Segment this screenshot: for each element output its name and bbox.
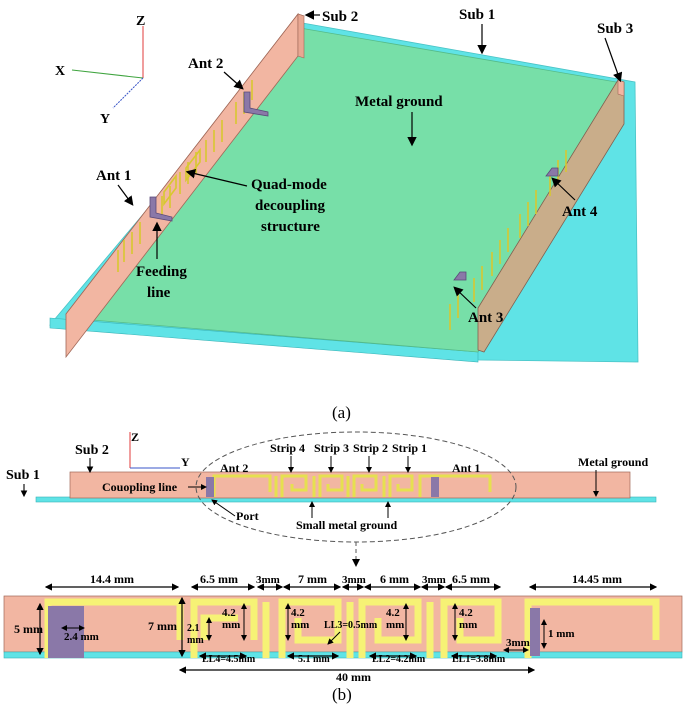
dim-7v: 7 mm: [148, 619, 177, 633]
label-ant1-a: Ant 1: [96, 168, 131, 184]
label-coupling-line: Couopling line: [102, 480, 178, 494]
board-detail: [3, 651, 683, 659]
axes-3d: Z X Y: [55, 14, 145, 127]
label-quad-3: structure: [261, 219, 320, 235]
dim-3a: 3mm: [256, 574, 280, 586]
label-sub3-a: Sub 3: [597, 21, 633, 37]
dim-3c: 3mm: [422, 574, 446, 586]
label-feeding-2: line: [147, 285, 171, 301]
dim-5-1: 5.1 mm: [298, 654, 330, 665]
caption-a: (a): [332, 403, 351, 422]
dim-4-2b-2: mm: [291, 619, 309, 631]
label-quad-2: decoupling: [255, 198, 326, 214]
port-detail-right: [530, 608, 540, 656]
board-front-edge: [49, 317, 479, 363]
axis-z-label-b: Z: [131, 430, 139, 444]
dim-4-2d-2: mm: [459, 619, 477, 631]
label-ant4-a: Ant 4: [562, 204, 598, 220]
dim-arrows-bottom: [178, 652, 536, 674]
label-feeding-1: Feeding: [136, 264, 187, 280]
panel-a: Z X Y: [49, 7, 639, 422]
axis-y-label: Y: [100, 112, 110, 127]
label-sub2-b: Sub 2: [75, 443, 109, 458]
dim-14-4: 14.4 mm: [90, 572, 134, 586]
label-ant1-b: Ant 1: [452, 461, 480, 475]
sub2-substrate-b: [69, 471, 631, 499]
dim-14-45: 14.45 mm: [572, 572, 622, 586]
label-small-ground: Small metal ground: [296, 518, 397, 532]
label-strip2: Strip 2: [353, 441, 388, 455]
dim-4-2c-1: 4.2: [386, 607, 400, 619]
label-metal-ground-a: Metal ground: [355, 94, 443, 110]
panel-b: Z Y Sub 2 Sub 1 Ant 2 Strip 4 Strip 3: [3, 430, 683, 704]
label-sub1-b: Sub 1: [6, 468, 40, 483]
axis-y-label-b: Y: [181, 455, 190, 469]
caption-b: (b): [332, 685, 352, 704]
dim-4-2a-1: 4.2: [222, 607, 236, 619]
zoom-detail: 14.4 mm 6.5 mm 3mm 7 mm 3mm 6 mm 3mm 6.5…: [3, 572, 683, 684]
dim-ll2: LL2=4.2mm: [372, 654, 426, 665]
dim-7: 7 mm: [298, 572, 327, 586]
axis-x-label: X: [55, 64, 65, 79]
label-sub1-a: Sub 1: [459, 7, 495, 23]
port-ant1-b: [431, 477, 439, 497]
axis-z-label: Z: [136, 14, 145, 29]
dim-3d: 3mm: [506, 637, 530, 649]
dim-2-4: 2.4 mm: [64, 631, 99, 643]
dim-4-2d-1: 4.2: [459, 607, 473, 619]
dim-4-2c-2: mm: [386, 619, 404, 631]
label-ant2-a: Ant 2: [188, 56, 223, 72]
port-detail-left: [48, 606, 84, 658]
label-strip4: Strip 4: [270, 441, 305, 455]
port-ant2-b: [206, 477, 214, 497]
dim-ll4: LL4=4.5mm: [202, 654, 256, 665]
dim-6-5a: 6.5 mm: [200, 572, 238, 586]
dim-6-5b: 6.5 mm: [452, 572, 490, 586]
axes-2d: Z Y: [129, 430, 190, 469]
dim-2-1a: 2.1: [187, 623, 200, 634]
dim-4-2b-1: 4.2: [291, 607, 305, 619]
label-strip3: Strip 3: [314, 441, 349, 455]
label-strip1: Strip 1: [392, 441, 427, 455]
dim-3b: 3mm: [342, 574, 366, 586]
dim-6: 6 mm: [380, 572, 409, 586]
dim-2-1b: mm: [187, 635, 204, 646]
dim-ll3: LL3=0.5mm: [324, 620, 378, 631]
dim-40: 40 mm: [336, 670, 371, 684]
label-ant2-b: Ant 2: [220, 461, 248, 475]
dim-1: 1 mm: [548, 628, 575, 640]
label-port-b: Port: [236, 509, 259, 523]
feeding-lines: [149, 91, 559, 281]
dim-ll1: LL1=3.8mm: [452, 654, 506, 665]
label-ant3-a: Ant 3: [468, 310, 503, 326]
label-sub2-a: Sub 2: [322, 9, 358, 25]
label-quad-1: Quad-mode: [251, 177, 327, 193]
label-metal-ground-b: Metal ground: [578, 455, 648, 469]
dim-5: 5 mm: [14, 622, 43, 636]
dim-4-2a-2: mm: [222, 619, 240, 631]
